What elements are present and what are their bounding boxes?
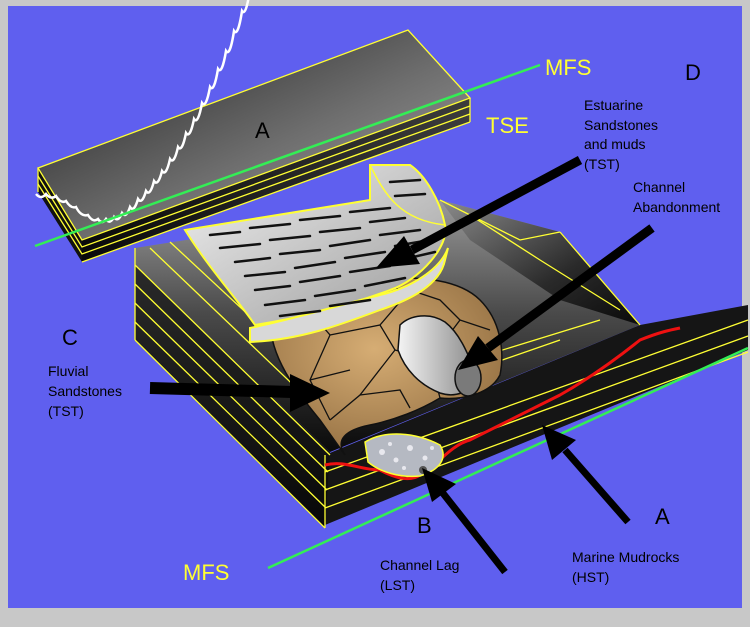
- label-marine-line-1: Marine Mudrocks: [572, 549, 679, 565]
- mfs-line-bottom: [267, 346, 749, 570]
- label-a-bottom: A: [655, 504, 670, 529]
- label-estuarine-line-2: Sandstones: [584, 117, 658, 133]
- erosion-surface: [35, 0, 250, 224]
- channel-lag-deposit: [364, 433, 444, 478]
- pointer-arrows: [149, 156, 655, 575]
- label-fluvial-line-3: (TST): [48, 403, 84, 419]
- label-c: C: [62, 325, 78, 350]
- label-channel-abandonment-line-2: Abandonment: [633, 199, 720, 215]
- label-marine-line-2: (HST): [572, 569, 609, 585]
- label-estuarine: Estuarine Sandstones and muds (TST): [584, 97, 658, 172]
- estuarine-sandstones-and-muds: [183, 164, 449, 344]
- label-tse: TSE: [486, 113, 529, 138]
- label-mfs-top: MFS: [545, 55, 591, 80]
- label-channel-abandonment-line-1: Channel: [633, 179, 685, 195]
- label-channel-abandonment: Channel Abandonment: [633, 179, 720, 215]
- label-channel-lag: Channel Lag (LST): [380, 557, 459, 593]
- label-estuarine-line-4: (TST): [584, 156, 620, 172]
- label-d: D: [685, 60, 701, 85]
- label-a-top: A: [255, 118, 270, 143]
- label-fluvial: Fluvial Sandstones (TST): [48, 363, 122, 419]
- mfs-line-top: [34, 63, 541, 248]
- label-b: B: [417, 513, 432, 538]
- label-channel-lag-line-2: (LST): [380, 577, 415, 593]
- label-fluvial-line-1: Fluvial: [48, 363, 88, 379]
- label-estuarine-line-3: and muds: [584, 136, 645, 152]
- label-channel-lag-line-1: Channel Lag: [380, 557, 459, 573]
- label-mfs-bottom: MFS: [183, 560, 229, 585]
- mud-drapes: [208, 178, 437, 318]
- label-marine-mudrocks: Marine Mudrocks (HST): [572, 549, 679, 585]
- label-estuarine-line-1: Estuarine: [584, 97, 643, 113]
- upper-slab: [35, 0, 472, 263]
- channel-lag-pebbles: [379, 442, 434, 470]
- label-fluvial-line-2: Sandstones: [48, 383, 122, 399]
